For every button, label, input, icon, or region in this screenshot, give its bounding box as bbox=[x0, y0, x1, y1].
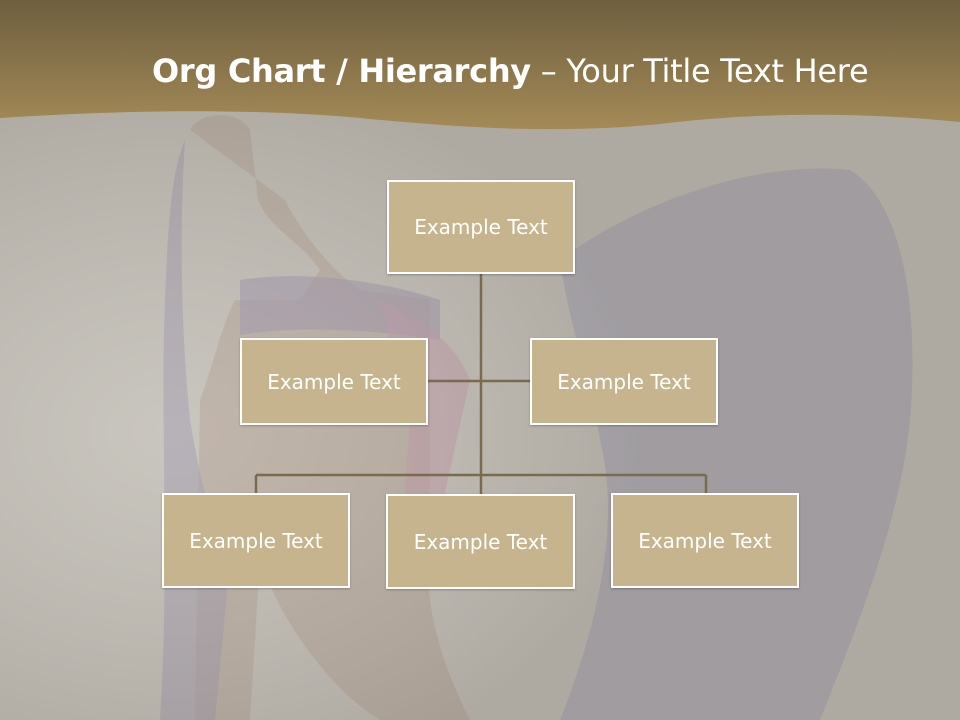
org-child-right-box[interactable]: Example Text bbox=[611, 493, 799, 588]
org-assistant-right-label: Example Text bbox=[557, 369, 691, 394]
org-assistant-left-label: Example Text bbox=[267, 369, 401, 394]
org-root-box[interactable]: Example Text bbox=[387, 180, 575, 274]
title-bold: Org Chart / Hierarchy bbox=[152, 52, 531, 90]
org-child-left-box[interactable]: Example Text bbox=[162, 493, 350, 588]
org-child-center-label: Example Text bbox=[413, 529, 548, 554]
slide-title: Org Chart / Hierarchy – Your Title Text … bbox=[152, 52, 932, 90]
title-separator: – bbox=[530, 52, 567, 90]
title-subtitle: Your Title Text Here bbox=[566, 52, 869, 90]
org-assistant-left-box[interactable]: Example Text bbox=[240, 338, 428, 425]
org-child-left-label: Example Text bbox=[189, 528, 323, 553]
org-assistant-right-box[interactable]: Example Text bbox=[530, 338, 718, 425]
org-child-center-box[interactable]: Example Text bbox=[386, 494, 575, 589]
org-root-label: Example Text bbox=[414, 215, 548, 239]
org-child-right-label: Example Text bbox=[638, 528, 772, 553]
